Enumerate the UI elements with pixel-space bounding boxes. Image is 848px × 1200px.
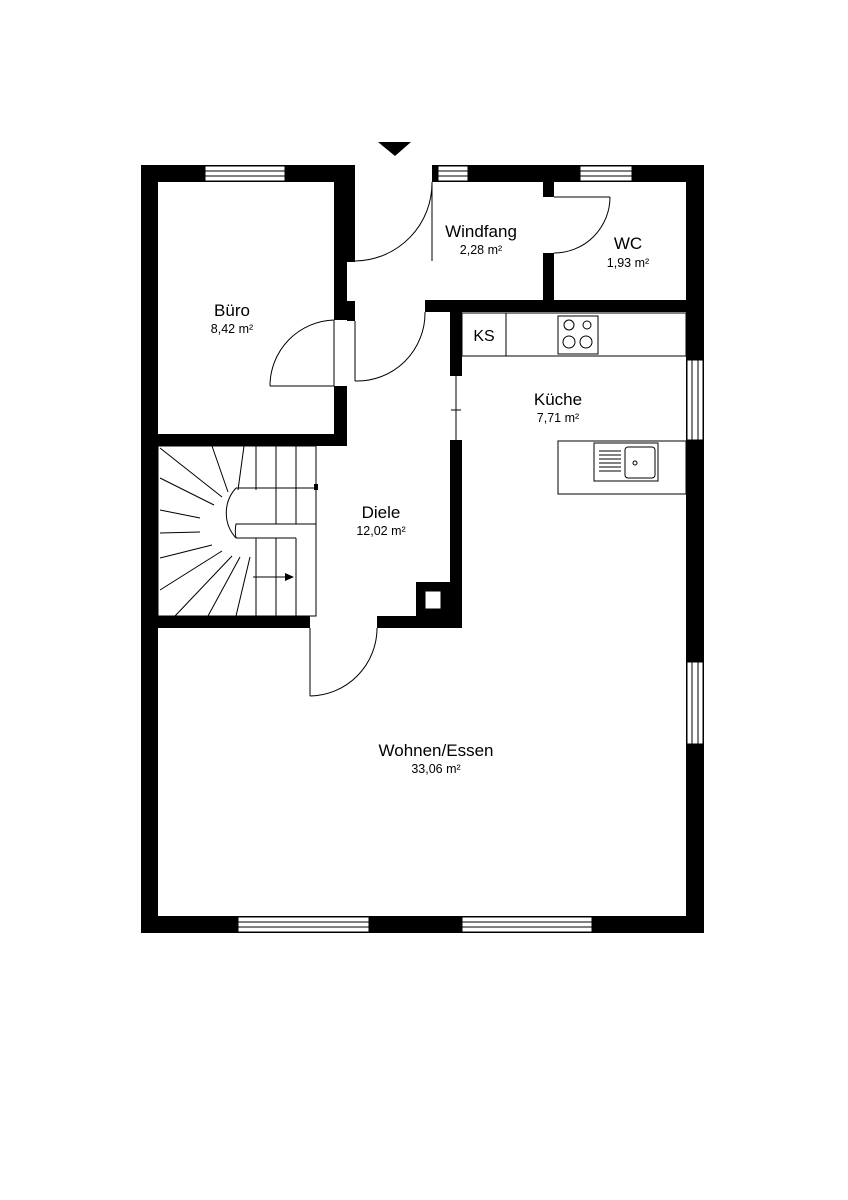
room-area-buero: 8,42 m² [211,322,253,336]
room-area-kueche: 7,71 m² [537,411,579,425]
door-buero [269,319,335,387]
room-name-wc: WC [614,234,642,253]
window-windfang [437,165,469,182]
room-area-diele: 12,02 m² [356,524,405,538]
kitchen-counter: KS [461,312,687,357]
room-name-kueche: Küche [534,390,582,409]
room-area-windfang: 2,28 m² [460,243,502,257]
fridge [461,312,507,357]
staircase [157,445,318,617]
window-buero [204,165,286,182]
sink-icon [593,442,659,482]
door-wohnen [309,627,378,697]
room-name-windfang: Windfang [445,222,517,241]
room-area-wc: 1,93 m² [607,256,649,270]
room-label-buero: Büro 8,42 m² [211,301,253,336]
sliding-door-kueche [451,376,461,440]
window-wohnen-bottom-right [461,916,593,933]
chimney-flue [424,590,442,610]
room-name-diele: Diele [362,503,401,522]
room-name-buero: Büro [214,301,250,320]
room-label-wohnen: Wohnen/Essen 33,06 m² [379,741,494,776]
interior-walls [158,182,703,628]
doors [269,181,611,697]
room-name-wohnen: Wohnen/Essen [379,741,494,760]
credit-text: McGrundriss [690,865,699,910]
stove-icon [557,315,599,355]
door-wc [553,196,611,254]
room-label-kueche: Küche 7,71 m² [534,390,582,425]
window-wohnen-side [686,661,704,745]
stair-direction-arrow-icon [285,573,294,581]
window-wc [579,165,633,182]
room-label-wc: WC 1,93 m² [607,234,649,270]
window-kueche [686,359,704,441]
room-area-wohnen: 33,06 m² [411,762,460,776]
fridge-label: KS [473,328,494,345]
door-entrance [354,181,433,262]
windows [204,165,704,933]
room-label-diele: Diele 12,02 m² [356,503,405,538]
exterior-walls [141,165,704,933]
door-diele [354,311,426,382]
room-label-windfang: Windfang 2,28 m² [445,222,517,257]
entrance-arrow-icon [378,142,411,156]
window-wohnen-bottom-left [237,916,370,933]
kitchen-island [557,440,687,495]
